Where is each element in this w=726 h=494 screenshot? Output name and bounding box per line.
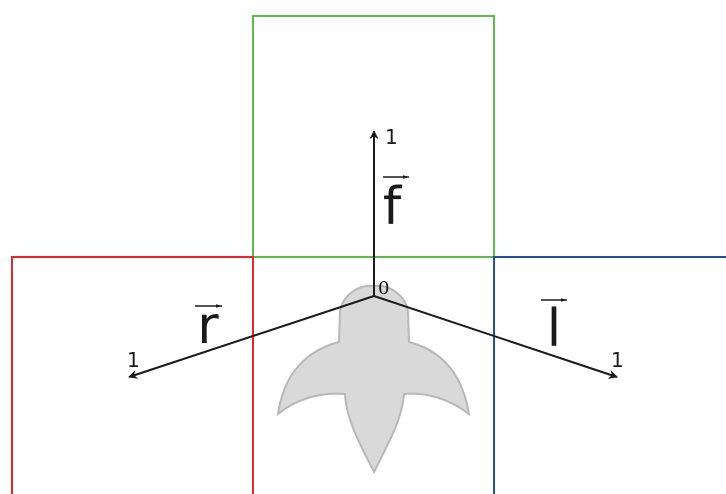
right-vector-arrow	[128, 295, 375, 379]
left-vector-label: l	[547, 299, 561, 359]
front-tip-label: 1	[385, 125, 398, 149]
right-tip-label: 1	[127, 348, 140, 372]
left-region-box	[493, 256, 726, 494]
left-tip-label: 1	[611, 348, 624, 372]
origin-label: 0	[378, 278, 389, 299]
front-vector-label: f	[383, 177, 403, 237]
right-vector-label: r	[197, 296, 219, 356]
right-region-box	[11, 256, 254, 494]
bird-silhouette-icon	[276, 284, 471, 475]
left-vector-arrow	[373, 295, 618, 379]
